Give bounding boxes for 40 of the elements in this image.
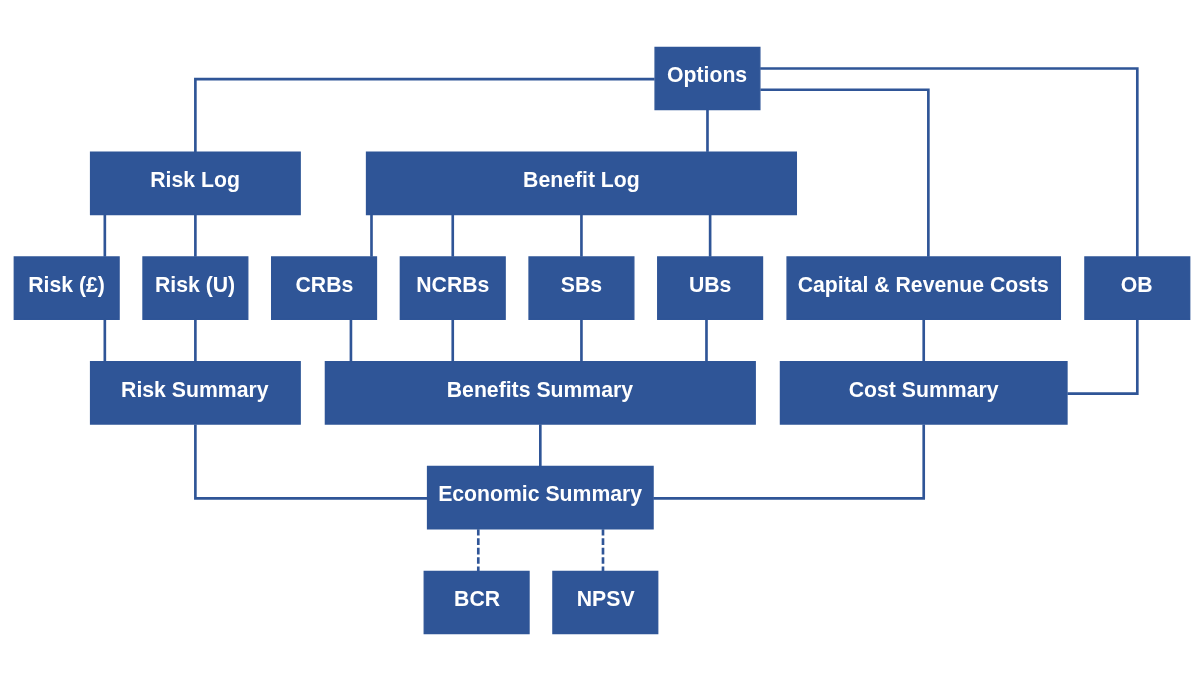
node-box: Options [654, 46, 761, 111]
connector [194, 424, 428, 500]
node-box: NPSV [552, 570, 659, 635]
connector [451, 319, 455, 362]
connector [476, 529, 480, 572]
connector [580, 214, 583, 257]
connector [705, 319, 708, 362]
node-box: Risk (£) [13, 256, 120, 320]
connector [1067, 319, 1139, 395]
connector [922, 319, 926, 362]
connector [103, 214, 107, 257]
connector [580, 319, 583, 362]
node-box: OB [1084, 256, 1191, 320]
connector [103, 319, 107, 362]
connector [653, 424, 926, 500]
connector [370, 214, 373, 257]
node-box: Risk (U) [142, 256, 249, 320]
connector [539, 424, 542, 467]
node-box: Risk Summary [89, 361, 301, 425]
node-box: Risk Log [89, 151, 301, 216]
node-box: Cost Summary [779, 361, 1068, 425]
connector [194, 77, 655, 153]
node-box: Economic Summary [426, 465, 654, 530]
node-box: CRBs [271, 256, 378, 320]
node-box: BCR [423, 570, 530, 635]
node-box: Benefits Summary [324, 361, 756, 425]
node-box: Capital & Revenue Costs [786, 256, 1062, 320]
connector [760, 88, 930, 257]
connector [760, 67, 1139, 257]
node-box: Benefit Log [365, 151, 798, 216]
node-box: UBs [657, 256, 764, 320]
connector [451, 214, 455, 257]
node-box: NCRBs [399, 256, 506, 320]
connector [349, 319, 353, 362]
connector [194, 214, 197, 257]
connector [601, 529, 605, 572]
connector [708, 214, 712, 257]
connector [706, 109, 709, 152]
connector [194, 319, 197, 362]
node-box: SBs [528, 256, 635, 320]
